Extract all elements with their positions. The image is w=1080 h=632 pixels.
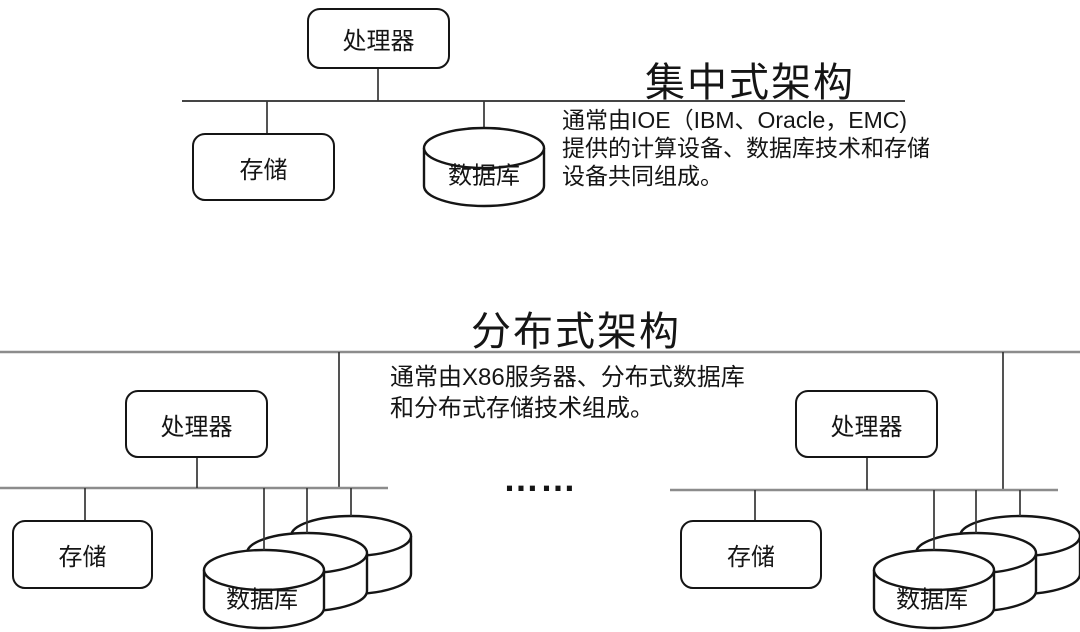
processor-box-right-cluster: 处理器 [795,390,938,458]
processor-label-right-cluster: 处理器 [830,413,903,441]
storage-box-centralized: 存储 [192,133,335,201]
centralized-description: 通常由IOE（IBM、Oracle，EMC) 提供的计算设备、数据库技术和存储 … [562,106,930,190]
storage-label-left-cluster: 存储 [58,544,107,571]
database-label-right-cluster: 数据库 [896,586,968,614]
processor-box-centralized: 处理器 [307,8,450,69]
database-label-centralized: 数据库 [448,162,520,190]
storage-box-right-cluster: 存储 [680,520,822,589]
centralized-description-line-3: 设备共同组成。 [562,163,723,189]
centralized-description-line-1: 通常由IOE（IBM、Oracle，EMC) [562,107,908,133]
database-cylinder-top-centralized [422,126,546,170]
processor-label-left-cluster: 处理器 [160,413,233,441]
distributed-description-line-2: 和分布式存储技术组成。 [390,395,654,422]
storage-label-right-cluster: 存储 [727,544,775,571]
processor-box-left-cluster: 处理器 [125,390,268,458]
distributed-description-line-1: 通常由X86服务器、分布式数据库 [390,364,745,391]
distributed-title: 分布式架构 [471,310,681,354]
processor-label-centralized: 处理器 [342,28,415,55]
centralized-description-line-2: 提供的计算设备、数据库技术和存储 [562,135,930,161]
database-label-left-cluster: 数据库 [226,586,298,614]
clusters-ellipsis: …… [503,458,577,499]
storage-box-left-cluster: 存储 [12,520,153,589]
centralized-title: 集中式架构 [645,61,855,105]
storage-label-centralized: 存储 [239,156,288,184]
distributed-description: 通常由X86服务器、分布式数据库 和分布式存储技术组成。 [390,362,745,424]
